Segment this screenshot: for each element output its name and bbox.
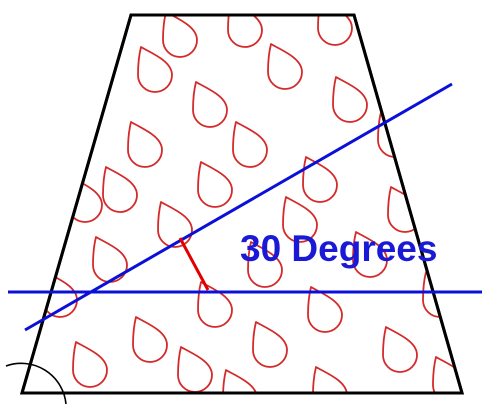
angle-marker	[178, 237, 210, 291]
teardrop-icon	[137, 46, 173, 93]
teardrop-icon	[332, 76, 368, 123]
teardrop-icon	[192, 81, 228, 128]
corner-arc	[5, 362, 67, 405]
teardrop-icon	[222, 369, 258, 393]
teardrop-icon	[102, 166, 138, 213]
teardrop-icon	[282, 196, 318, 243]
teardrop-pattern	[42, 15, 462, 393]
teardrop-icon	[227, 15, 263, 48]
teardrop-icon	[72, 341, 108, 388]
teardrop-icon	[197, 161, 233, 208]
teardrop-icon	[252, 321, 288, 368]
teardrop-icon	[197, 281, 233, 328]
teardrop-icon	[352, 231, 388, 278]
teardrop-icon	[127, 121, 163, 168]
teardrop-icon	[307, 286, 343, 333]
teardrop-icon	[132, 316, 168, 363]
teardrop-icon	[267, 43, 303, 90]
trapezoid-border	[20, 13, 464, 395]
teardrop-icon	[382, 326, 418, 373]
teardrop-icon	[312, 366, 348, 393]
teardrop-icon	[232, 121, 268, 168]
teardrop-icon	[247, 241, 283, 288]
angle-label: 30 Degrees	[240, 228, 437, 269]
teardrop-icon	[157, 201, 193, 248]
teardrop-icon	[302, 156, 338, 203]
angled-guide-line	[24, 82, 453, 332]
teardrop-icon	[162, 15, 198, 58]
